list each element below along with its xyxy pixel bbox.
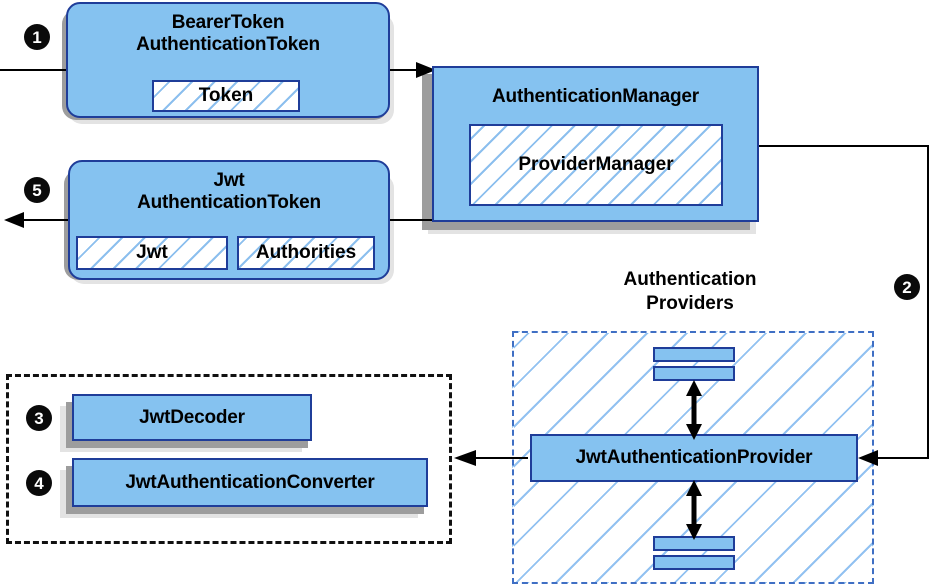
authentication-providers-group-label: Authentication Providers xyxy=(623,269,757,314)
step-4-glyph: 4 xyxy=(34,473,44,493)
provider-bar-bottom-2 xyxy=(653,555,735,570)
jwt-authentication-provider-title: JwtAuthenticationProvider xyxy=(575,447,813,468)
jwt-token-inner-authorities[interactable]: Authorities xyxy=(237,236,375,270)
provider-bar-bottom-1 xyxy=(653,536,735,551)
step-5-bullet: 5 xyxy=(24,177,50,203)
step-5-glyph: 5 xyxy=(32,180,42,200)
provider-manager-label: ProviderManager xyxy=(518,154,674,175)
provider-bar-top-2 xyxy=(653,366,735,381)
node-jwt-authentication-provider[interactable]: JwtAuthenticationProvider xyxy=(530,434,858,482)
jwt-decoder-title: JwtDecoder xyxy=(139,406,245,428)
jwt-authentication-converter-title: JwtAuthenticationConverter xyxy=(125,471,375,493)
step-1-glyph: 1 xyxy=(32,27,42,47)
step-2-glyph: 2 xyxy=(902,277,912,297)
step-1-bullet: 1 xyxy=(24,24,50,50)
jwt-token-inner-jwt[interactable]: Jwt xyxy=(76,236,228,270)
step-3-bullet: 3 xyxy=(26,405,52,431)
jwt-token-title: Jwt AuthenticationToken xyxy=(137,170,321,213)
jwt-support-beans-region xyxy=(6,374,452,544)
authentication-manager-title: AuthenticationManager xyxy=(492,86,699,107)
step-3-glyph: 3 xyxy=(34,408,44,428)
jwt-token-inner-authorities-label: Authorities xyxy=(255,242,357,263)
node-jwt-decoder[interactable]: JwtDecoder xyxy=(72,394,312,441)
node-jwt-authentication-converter[interactable]: JwtAuthenticationConverter xyxy=(72,458,428,507)
step-2-bullet: 2 xyxy=(894,274,920,300)
authentication-manager-inner-provider-manager[interactable]: ProviderManager xyxy=(469,124,723,206)
bearer-token-inner-token[interactable]: Token xyxy=(152,80,300,112)
step-4-bullet: 4 xyxy=(26,470,52,496)
bearer-token-inner-token-label: Token xyxy=(198,85,254,106)
jwt-token-inner-jwt-label: Jwt xyxy=(136,242,168,263)
provider-bar-top-1 xyxy=(653,347,735,362)
bearer-token-title: BearerToken AuthenticationToken xyxy=(136,12,320,55)
